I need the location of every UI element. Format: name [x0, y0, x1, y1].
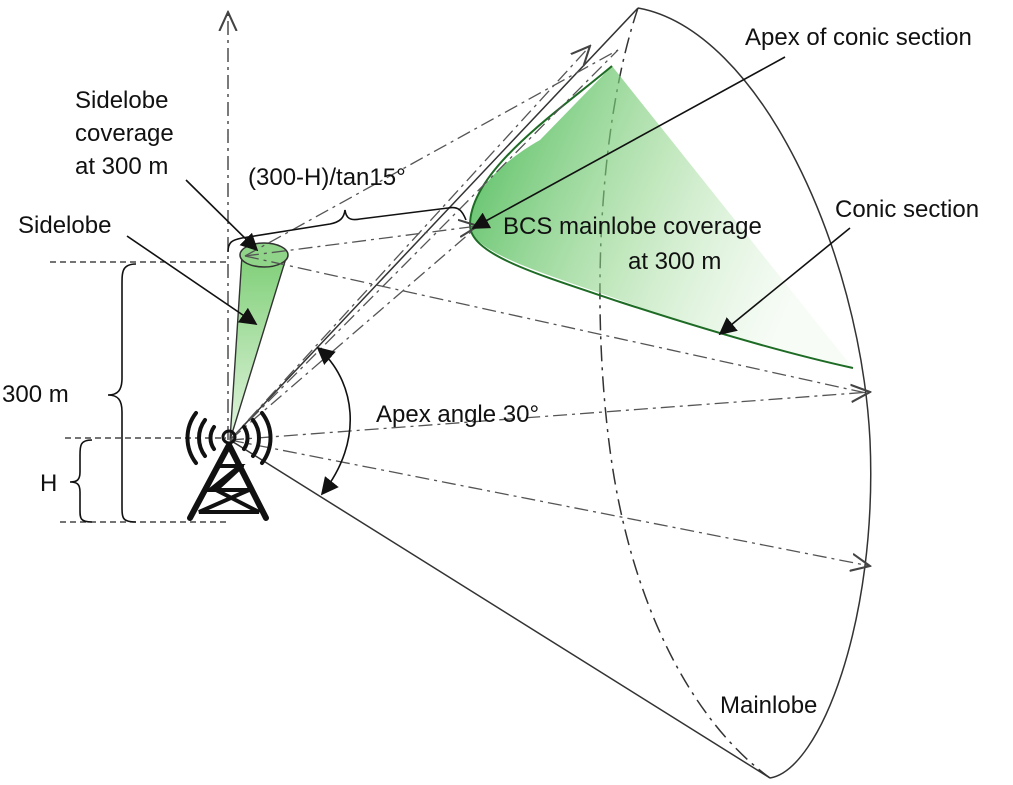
brace-h — [69, 439, 93, 523]
label-sidelobe-coverage-line1: Sidelobe — [75, 87, 168, 114]
label-bcs-mainlobe-line2: at 300 m — [628, 248, 721, 275]
bcs-mainlobe-coverage-area — [470, 66, 853, 368]
label-sidelobe: Sidelobe — [18, 212, 111, 239]
label-height-300m: 300 m — [2, 381, 69, 408]
arrow-conic-section — [718, 227, 851, 336]
label-sidelobe-coverage-line2: coverage — [75, 120, 174, 147]
cone-upper-edge — [229, 7, 639, 441]
cone-base-ellipse-back — [599, 7, 771, 779]
label-apex-angle: Apex angle 30° — [376, 401, 539, 428]
label-conic-section: Conic section — [835, 196, 979, 223]
sidelobe-cone — [229, 242, 289, 441]
label-sidelobe-coverage-line3: at 300 m — [75, 153, 168, 180]
braces — [69, 206, 467, 523]
arrow-sidelobe-coverage — [185, 179, 259, 252]
label-apex-of-conic-section: Apex of conic section — [745, 24, 972, 51]
label-bcs-mainlobe-line1: BCS mainlobe coverage — [503, 213, 762, 240]
label-height-h: H — [40, 470, 57, 497]
mainlobe-cone — [229, 7, 872, 779]
conic-section-curve — [468, 65, 854, 369]
apex-angle-arc — [316, 346, 351, 496]
annotation-arrows — [126, 56, 851, 336]
arrow-apex-of-conic-section — [471, 56, 786, 229]
label-distance-formula: (300-H)/tan15° — [248, 164, 406, 191]
label-mainlobe: Mainlobe — [720, 692, 817, 719]
brace-300m — [107, 263, 137, 523]
arrow-sidelobe — [126, 235, 258, 325]
cone-lower-edge — [229, 439, 771, 779]
antenna-tower-icon — [185, 411, 273, 521]
brace-distance — [227, 206, 467, 253]
cone-base-ellipse-front — [637, 7, 872, 779]
